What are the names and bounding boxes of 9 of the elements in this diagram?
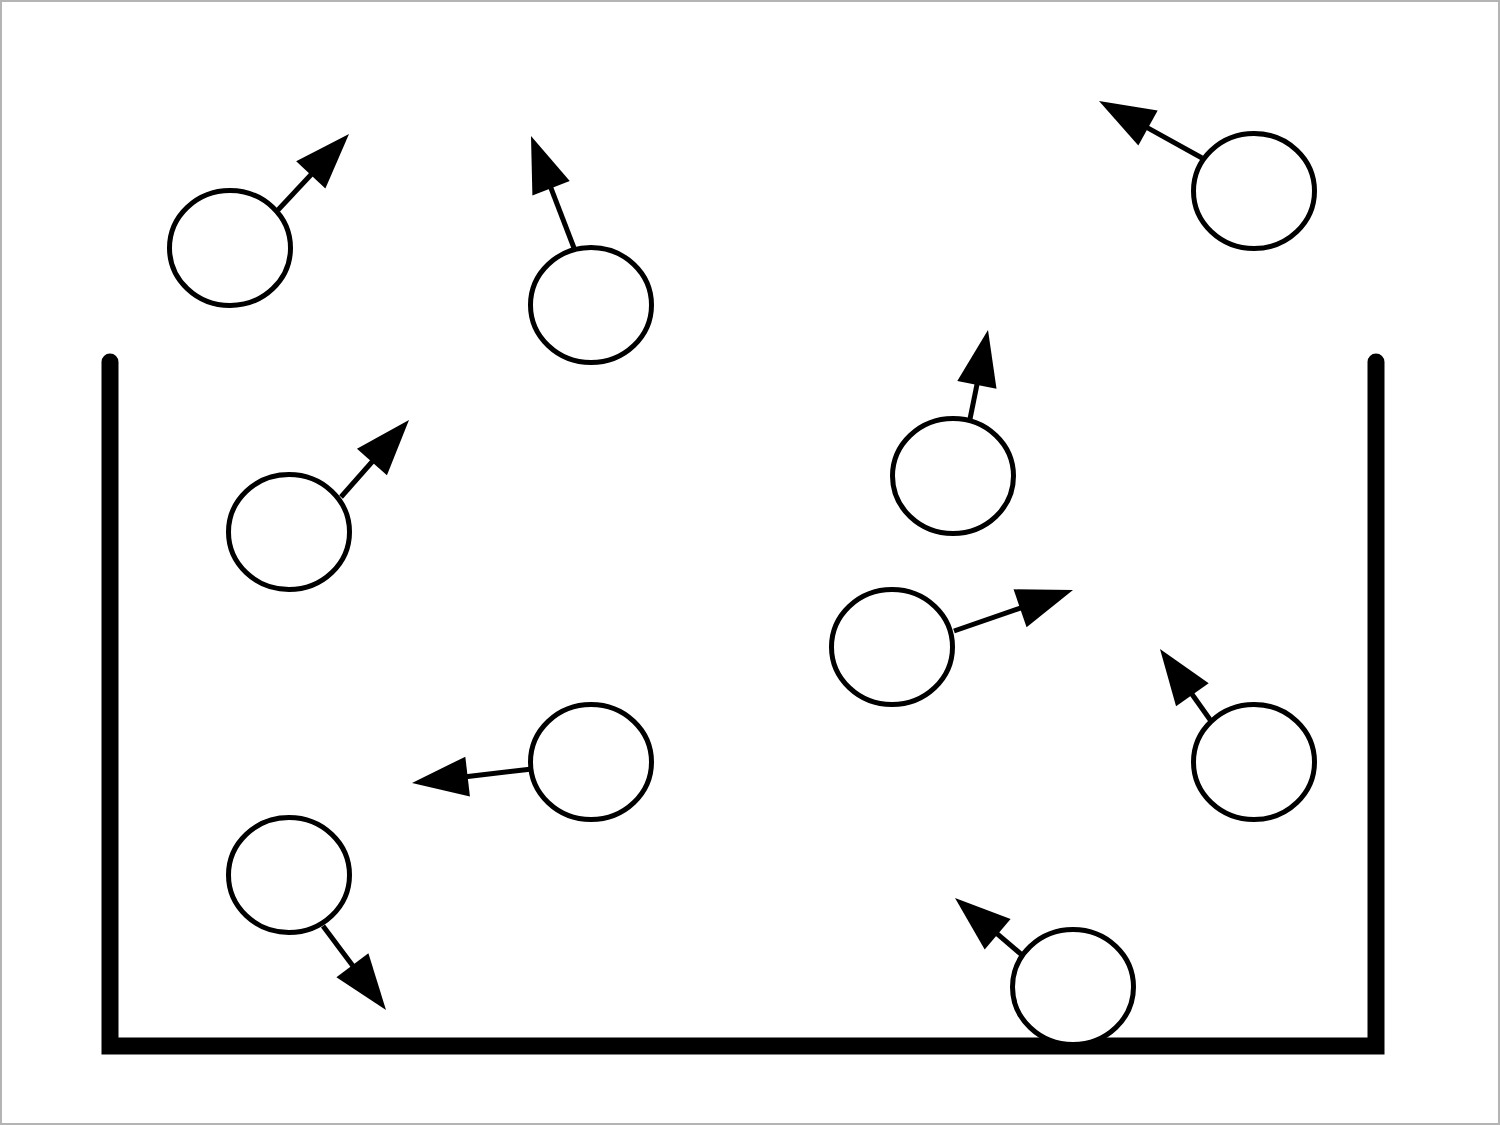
particle-circle xyxy=(226,815,352,935)
particle-circle xyxy=(528,245,654,365)
particle-circle xyxy=(890,416,1016,536)
particle-circle xyxy=(829,587,955,707)
particle-circle xyxy=(528,702,654,822)
particle-circle xyxy=(226,472,352,592)
particle-circle xyxy=(167,188,293,308)
particle-circle xyxy=(1191,131,1317,251)
particle-circle xyxy=(1191,702,1317,822)
